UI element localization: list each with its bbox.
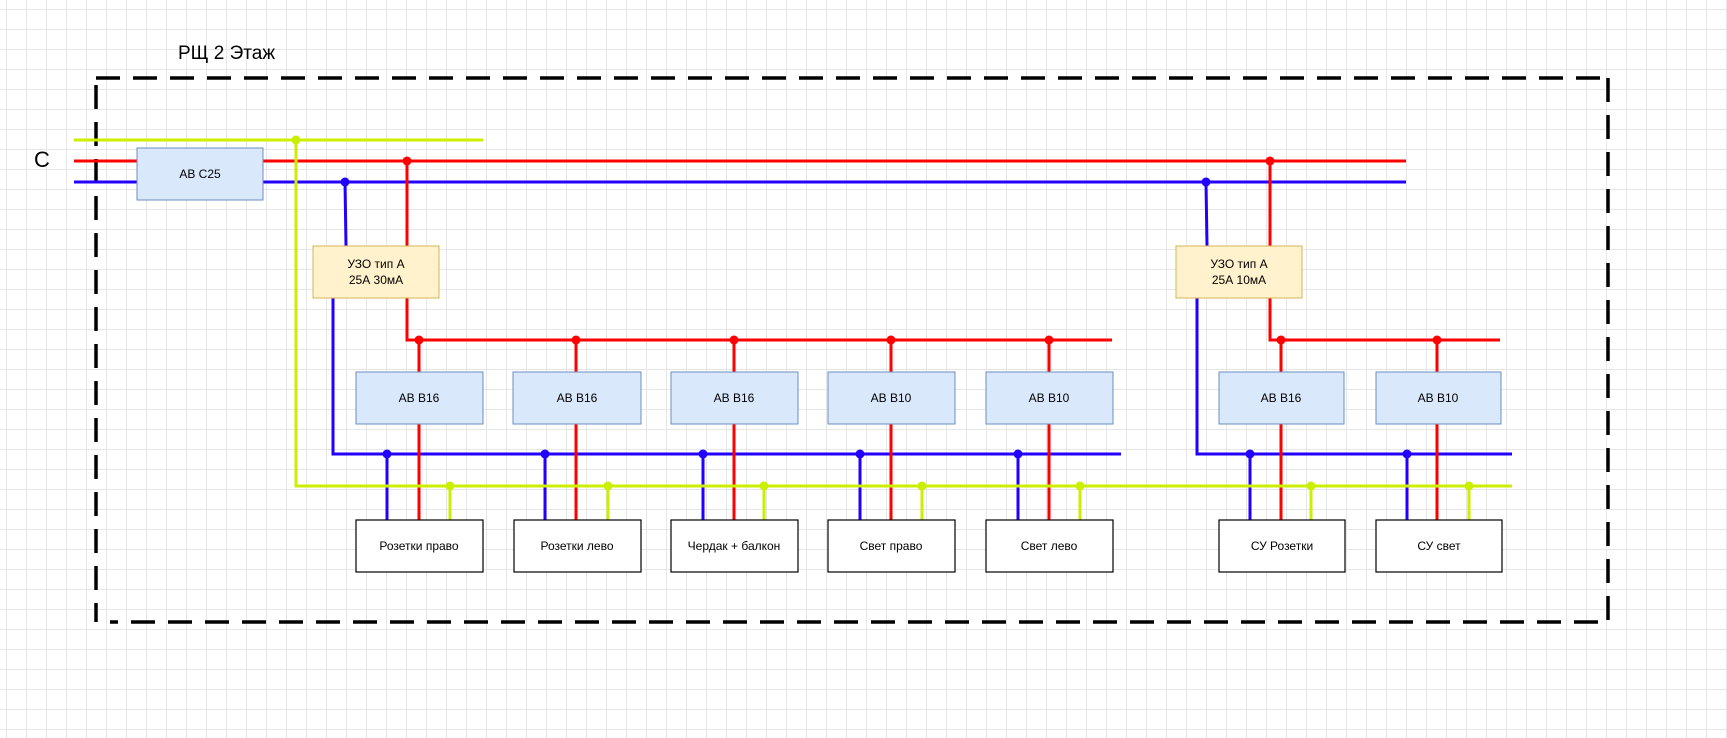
load-7[interactable]: СУ свет (1375, 519, 1503, 573)
load-2[interactable]: Розетки лево (513, 519, 642, 573)
load-3-label: Чердак + балкон (688, 539, 781, 553)
breaker-5-label: АВ В10 (1029, 391, 1070, 405)
breaker-7[interactable]: АВ В10 (1375, 371, 1502, 425)
load-5[interactable]: Свет лево (985, 519, 1114, 573)
ground-wires (74, 138, 1512, 520)
breaker-7-label: АВ В10 (1418, 391, 1459, 405)
breaker-1[interactable]: АВ В16 (355, 371, 484, 425)
breaker-6[interactable]: АВ В16 (1218, 371, 1345, 425)
phase-label: С (34, 147, 50, 172)
rcd-2[interactable]: УЗО тип А 25А 10мА (1175, 245, 1303, 299)
rcd-1-line1: УЗО тип А (347, 257, 404, 271)
breaker-4-label: АВ В10 (871, 391, 912, 405)
breaker-3-label: АВ В16 (714, 391, 755, 405)
load-4-label: Свет право (860, 539, 923, 553)
load-3[interactable]: Чердак + балкон (670, 519, 799, 573)
rcd-2-line1: УЗО тип А (1210, 257, 1267, 271)
load-6[interactable]: СУ Розетки (1218, 519, 1346, 573)
main-breaker[interactable]: АВ С25 (136, 147, 264, 201)
breaker-3[interactable]: АВ В16 (670, 371, 799, 425)
phase-wires (74, 159, 1500, 520)
rcd-1-line2: 25А 30мА (349, 273, 403, 287)
breaker-2-label: АВ В16 (557, 391, 598, 405)
load-7-label: СУ свет (1417, 539, 1461, 553)
rcd-1[interactable]: УЗО тип А 25А 30мА (312, 245, 440, 299)
neutral-wires (74, 180, 1512, 520)
enclosure-border (94, 76, 1610, 624)
breaker-6-label: АВ В16 (1261, 391, 1302, 405)
load-1[interactable]: Розетки право (355, 519, 484, 573)
load-5-label: Свет лево (1021, 539, 1078, 553)
breaker-1-label: АВ В16 (399, 391, 440, 405)
main-breaker-label: АВ С25 (179, 167, 221, 181)
junction-dots (291, 135, 1474, 491)
breaker-4[interactable]: АВ В10 (827, 371, 956, 425)
load-4[interactable]: Свет право (827, 519, 956, 573)
rcd-2-line2: 25А 10мА (1212, 273, 1266, 287)
load-6-label: СУ Розетки (1251, 539, 1313, 553)
panel-title: РЩ 2 Этаж (178, 43, 275, 64)
load-2-label: Розетки лево (540, 539, 613, 553)
breaker-2[interactable]: АВ В16 (512, 371, 642, 425)
breaker-5[interactable]: АВ В10 (985, 371, 1114, 425)
load-1-label: Розетки право (379, 539, 459, 553)
